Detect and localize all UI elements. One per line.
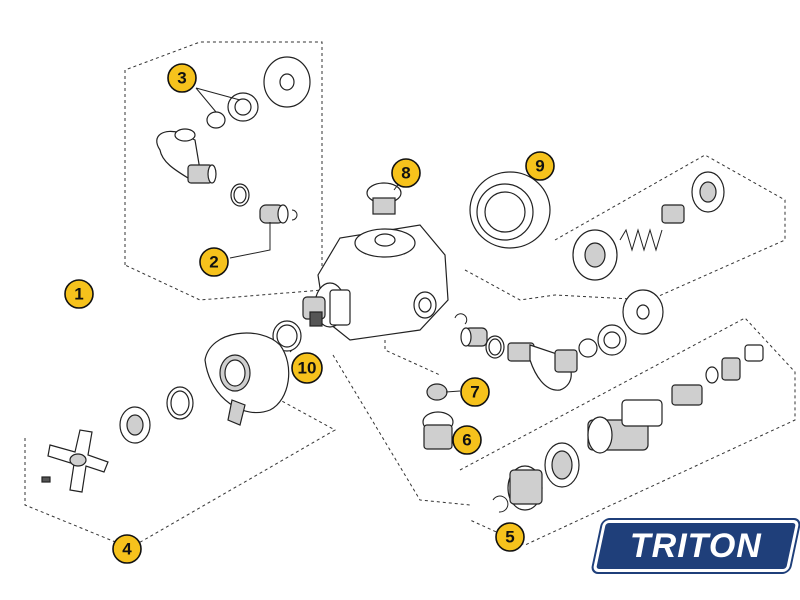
o-ring-left [230, 183, 250, 207]
callout-6-label: 6 [462, 431, 471, 450]
connector-6 [422, 411, 454, 450]
filter-right [460, 327, 488, 347]
group-outline-4 [24, 399, 337, 549]
o-ring-right [485, 335, 505, 359]
cap-7 [426, 383, 448, 401]
logo-text: TRITON [630, 526, 762, 565]
group-outline-1 [124, 41, 323, 301]
callout-7: 7 [460, 377, 490, 407]
nut-right [597, 324, 627, 356]
clip-right [454, 313, 468, 325]
piston [661, 204, 685, 224]
plug-8 [366, 182, 402, 215]
cartridge-head [572, 229, 618, 281]
group-outline-7 [384, 340, 441, 376]
leader-lines [195, 87, 461, 393]
threaded-nut-5 [507, 465, 543, 511]
ring-4a [166, 386, 194, 420]
callout-3: 3 [167, 63, 197, 93]
callout-2-label: 2 [209, 253, 218, 272]
cartridge-tube [587, 399, 663, 454]
control-knob-9 [469, 171, 551, 249]
callout-6: 6 [452, 425, 482, 455]
spindle-5 [671, 344, 764, 406]
spring [619, 228, 663, 252]
callout-7-label: 7 [470, 383, 479, 402]
callout-2: 2 [199, 247, 229, 277]
callout-5-label: 5 [505, 528, 514, 547]
o-ring-10 [272, 320, 302, 352]
seat-9 [691, 171, 725, 213]
callout-8: 8 [391, 158, 421, 188]
callout-9: 9 [525, 151, 555, 181]
group-outline-9 [464, 154, 786, 301]
cross-head-handle [41, 429, 109, 493]
callout-4: 4 [112, 534, 142, 564]
olive-right [578, 338, 598, 358]
callout-10-label: 10 [298, 359, 317, 378]
filter-2 [259, 204, 298, 224]
callout-8-label: 8 [401, 164, 410, 183]
callout-1: 1 [64, 279, 94, 309]
circlip-5 [492, 495, 509, 513]
elbow-inlet-left [156, 128, 217, 184]
shroud [204, 332, 290, 414]
lever-handle [227, 399, 246, 426]
callout-5: 5 [495, 522, 525, 552]
callout-3-label: 3 [177, 69, 186, 88]
adapter-4 [119, 406, 151, 444]
callout-9-label: 9 [535, 157, 544, 176]
bush-5 [544, 442, 580, 488]
olive-3 [206, 111, 226, 129]
nut-3 [227, 92, 259, 122]
callout-10: 10 [291, 352, 323, 384]
washer-plate-right [622, 289, 664, 335]
washer-plate-top [263, 56, 311, 108]
elbow-inlet-right [507, 342, 578, 391]
cartridge-spindle [302, 289, 351, 327]
triton-logo: TRITON [590, 518, 800, 574]
callout-4-label: 4 [122, 540, 132, 559]
callout-1-label: 1 [74, 285, 83, 304]
